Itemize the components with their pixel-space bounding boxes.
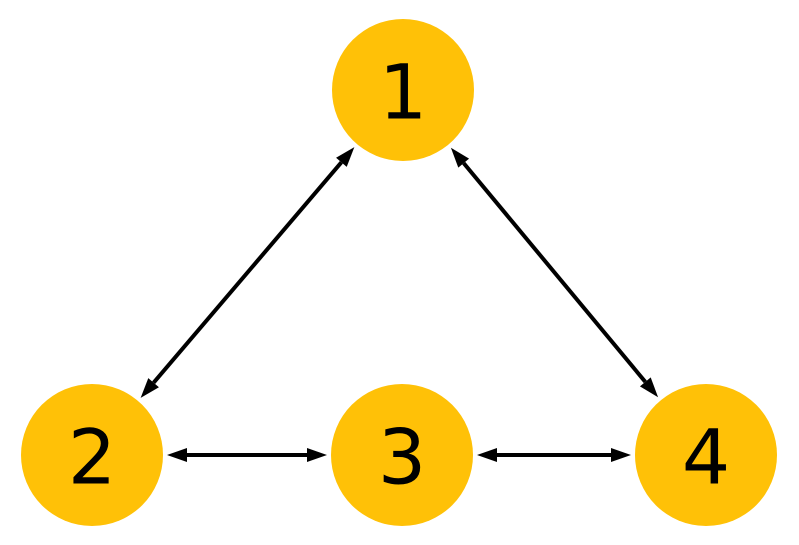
nodes-layer: 1 2 3 4 (21, 19, 777, 526)
node-label: 3 (378, 413, 426, 502)
graph-edge[interactable] (450, 147, 659, 398)
graph-node-3[interactable]: 3 (331, 384, 473, 526)
arrowhead-source (336, 147, 355, 167)
graph-node-4[interactable]: 4 (635, 384, 777, 526)
node-circle (331, 384, 473, 526)
arrowhead-source (477, 448, 497, 462)
node-label: 1 (379, 48, 427, 137)
arrowhead-target (307, 448, 327, 462)
node-circle (21, 384, 163, 526)
arrowhead-source (167, 448, 187, 462)
arrowhead-target (611, 448, 631, 462)
graph-edge[interactable] (477, 448, 631, 462)
node-circle (332, 19, 474, 161)
graph-edge[interactable] (167, 448, 327, 462)
arrowhead-source (450, 147, 470, 168)
edge-line (152, 161, 343, 384)
arrowhead-target (639, 377, 659, 398)
graph-node-1[interactable]: 1 (332, 19, 474, 161)
node-label: 2 (68, 413, 116, 502)
edge-line (462, 161, 647, 384)
edges-layer (140, 147, 659, 462)
node-label: 4 (682, 413, 730, 502)
graph-edge[interactable] (140, 147, 355, 398)
arrowhead-target (140, 378, 159, 398)
node-circle (635, 384, 777, 526)
graph-node-2[interactable]: 2 (21, 384, 163, 526)
